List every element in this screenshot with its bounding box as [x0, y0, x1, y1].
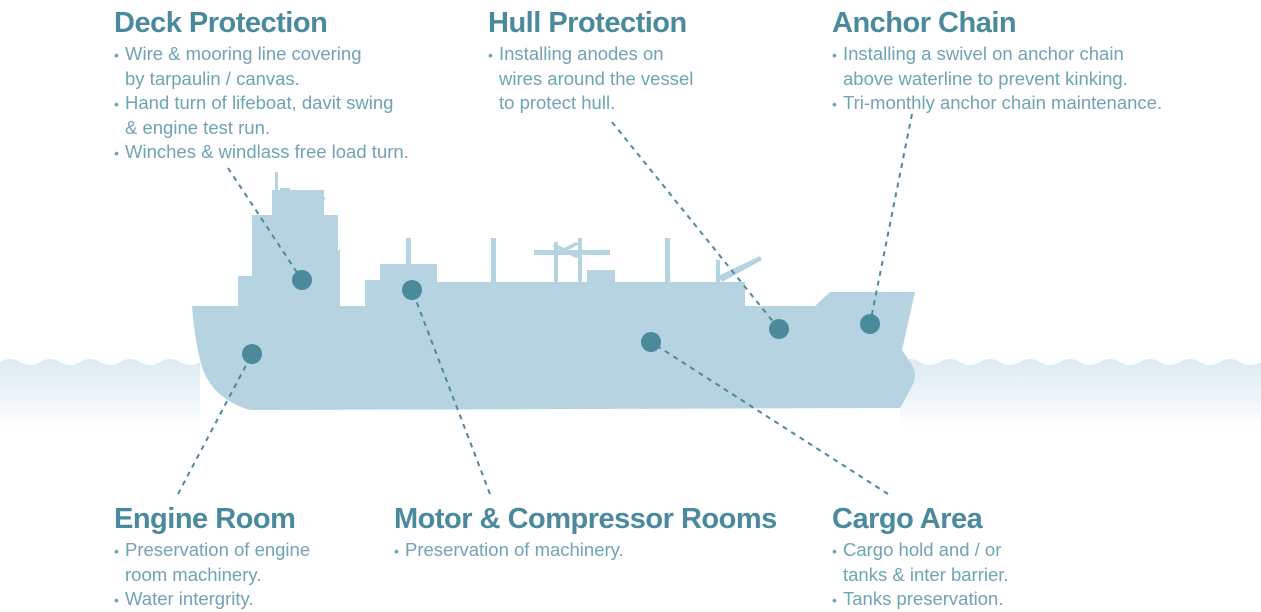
section-deck-protection: Deck Protection •Wire & mooring line cov…: [114, 6, 409, 165]
water-surface-right: [900, 359, 1261, 430]
list-item: •Tri-monthly anchor chain maintenance.: [832, 92, 1163, 113]
marker-cargo-area: [641, 332, 661, 352]
marker-anchor-chain: [860, 314, 880, 334]
water-surface: [0, 359, 200, 430]
list-item: •Water intergrity.: [114, 588, 254, 609]
section-title: Engine Room: [114, 503, 296, 535]
leader-cargo-area: [650, 341, 889, 495]
leader-motor-compressor-rooms: [411, 289, 491, 495]
list-item: •Preservation of machinery.: [394, 539, 624, 560]
section-title: Anchor Chain: [832, 7, 1017, 39]
marker-deck-protection: [292, 270, 312, 290]
section-title: Deck Protection: [114, 7, 328, 39]
section-motor-compressor-rooms: Motor & Compressor Rooms •Preservation o…: [394, 502, 777, 563]
list-item: •Tanks preservation.: [832, 588, 1004, 609]
marker-engine-room: [242, 344, 262, 364]
list-item: •Winches & windlass free load turn.: [114, 141, 409, 162]
leader-hull-protection: [611, 121, 780, 330]
ship-silhouette: [192, 172, 915, 410]
marker-motor-compressor-rooms: [402, 280, 422, 300]
section-title: Cargo Area: [832, 503, 983, 535]
markers: [242, 270, 880, 364]
leader-lines: [177, 113, 913, 495]
section-list: •Preservation of machinery.: [394, 538, 777, 563]
leader-engine-room: [177, 353, 253, 495]
leader-deck-protection: [227, 167, 303, 281]
section-title: Hull Protection: [488, 7, 687, 39]
section-anchor-chain: Anchor Chain •Installing a swivel on anc…: [832, 6, 1162, 116]
marker-hull-protection: [769, 319, 789, 339]
section-title: Motor & Compressor Rooms: [394, 503, 777, 535]
list-item: •Hand turn of lifeboat, davit swing& eng…: [114, 92, 394, 138]
